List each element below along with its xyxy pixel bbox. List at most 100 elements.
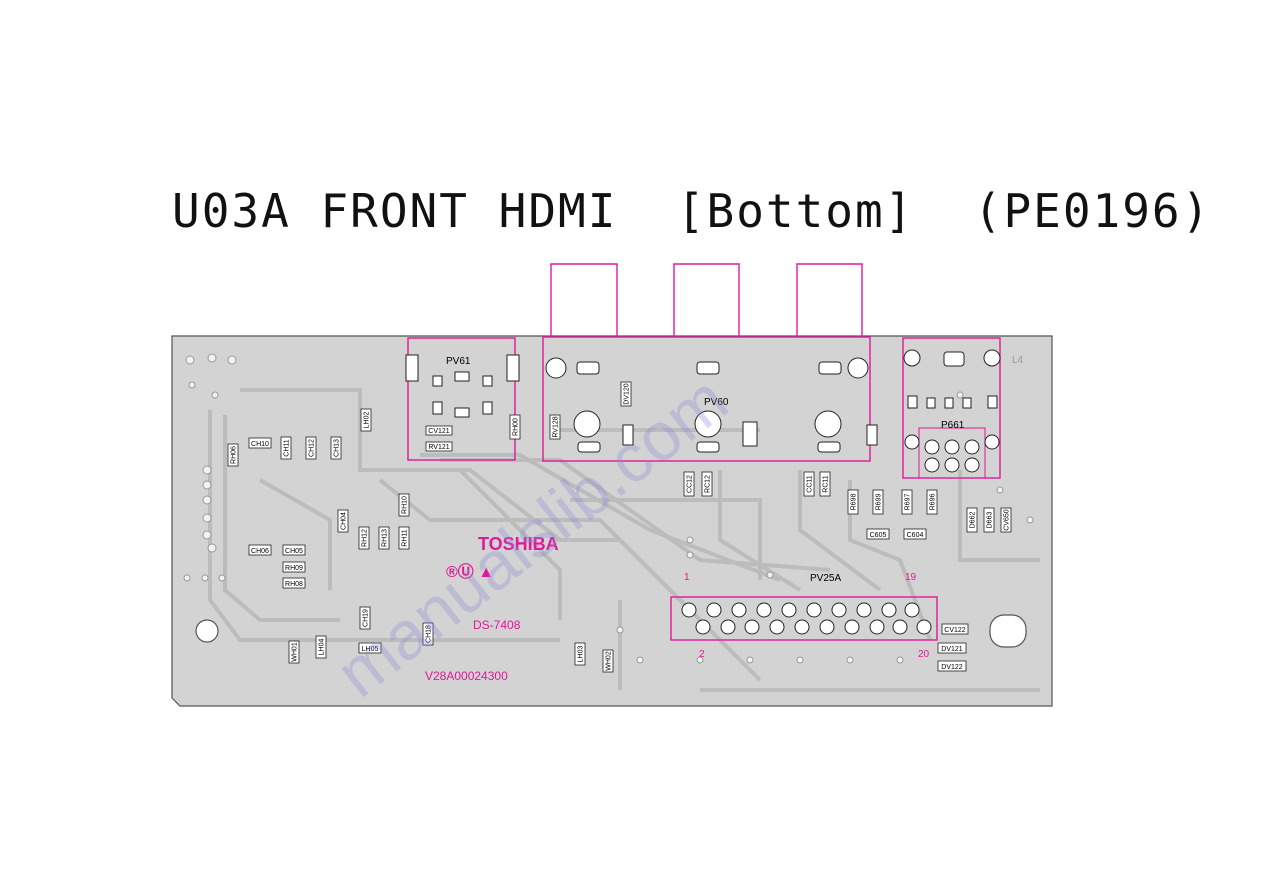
component-d663: D663 <box>983 507 995 533</box>
component-rh00: RH00 <box>509 414 521 440</box>
label-pv60: PV60 <box>704 397 729 408</box>
component-ref-label: RV121 <box>428 444 449 451</box>
component-r697: R697 <box>901 489 913 515</box>
component-ref-label: LH05 <box>362 646 379 653</box>
component-ref-label: RH06 <box>231 446 238 464</box>
connector-pv61 <box>405 337 520 461</box>
pin-label-2: 2 <box>699 649 705 660</box>
component-ch06: CH06 <box>248 544 272 556</box>
component-rh10: RH10 <box>398 493 410 517</box>
component-ch11: CH11 <box>280 436 292 460</box>
component-ref-label: DV122 <box>941 664 963 671</box>
component-ref-label: RC11 <box>823 475 830 492</box>
component-ref-label: CH05 <box>285 548 303 555</box>
component-ref-label: CH11 <box>284 439 291 456</box>
component-ref-label: RC12 <box>705 475 712 493</box>
component-ref-label: CV121 <box>428 428 450 435</box>
component-rh08: RH08 <box>282 577 306 589</box>
component-rh09: RH09 <box>282 561 306 573</box>
component-ref-label: C605 <box>870 532 887 539</box>
component-ref-label: R699 <box>876 494 883 511</box>
component-ch18: CH18 <box>422 622 434 646</box>
component-ref-label: RH13 <box>382 529 389 547</box>
component-ch04: CH04 <box>337 509 349 533</box>
pin-label-20: 20 <box>918 649 930 660</box>
component-ref-label: WH02 <box>606 651 613 671</box>
board-id: DS-7408 <box>473 618 521 632</box>
component-cc12: CC12 <box>683 471 695 497</box>
component-lh05: LH05 <box>358 642 382 654</box>
pin-label-1: 1 <box>684 572 690 583</box>
pin-label-19: 19 <box>905 572 917 583</box>
component-ref-label: R697 <box>905 494 912 511</box>
vias <box>183 353 1034 664</box>
component-rh06: RH06 <box>227 443 239 467</box>
page-title: U03A FRONT HDMI [Bottom] (PE0196) <box>172 184 1212 238</box>
component-wh02: WH02 <box>602 649 614 673</box>
component-ref-label: D663 <box>987 512 994 529</box>
mounting-slot-right <box>989 614 1027 648</box>
ul-mark-icon: ®Ⓤ ▲ <box>446 562 494 581</box>
connector-p661 <box>902 337 1001 479</box>
label-p661: P661 <box>941 420 965 431</box>
toshiba-logo: TOSHIBA <box>478 534 559 554</box>
component-ref-label: CC11 <box>807 475 814 492</box>
pv60-pads <box>545 357 878 453</box>
component-r696: R696 <box>926 489 938 515</box>
component-ref-label: RH12 <box>362 529 369 547</box>
component-rc11: RC11 <box>819 471 831 497</box>
component-ref-label: RH09 <box>285 565 303 572</box>
component-dv122: DV122 <box>937 660 967 672</box>
component-ref-label: CC12 <box>687 475 694 493</box>
component-ref-label: D662 <box>970 512 977 529</box>
component-cv121: CV121 <box>425 425 453 436</box>
component-ref-label: RH08 <box>285 581 303 588</box>
component-cc11: CC11 <box>803 471 815 497</box>
component-ref-label: CH06 <box>251 548 269 555</box>
component-ref-label: CH13 <box>334 439 341 457</box>
component-lh02: LH02 <box>360 408 372 432</box>
corner-label: L4 <box>1012 355 1024 366</box>
component-lh04: LH04 <box>315 635 327 659</box>
mounting-hole-left <box>195 619 219 643</box>
component-ref-label: LH03 <box>578 646 585 663</box>
component-dv120: DV120 <box>620 381 632 407</box>
component-cv650: CV650 <box>1000 507 1012 533</box>
component-cv122: CV122 <box>941 623 969 635</box>
component-ref-label: C604 <box>907 532 924 539</box>
component-c605: C605 <box>866 528 890 540</box>
component-c604: C604 <box>903 528 927 540</box>
component-ref-label: R696 <box>930 494 937 511</box>
label-pv61: PV61 <box>446 356 471 367</box>
component-ref-label: CH04 <box>341 512 348 530</box>
component-ref-label: R698 <box>851 494 858 511</box>
component-ref-label: CH18 <box>426 625 433 643</box>
label-pv25a: PV25A <box>810 573 841 584</box>
component-ref-label: WH01 <box>292 642 299 662</box>
component-d662: D662 <box>966 507 978 533</box>
component-ch10: CH10 <box>248 437 272 449</box>
component-ref-label: CH19 <box>363 609 370 627</box>
component-lh03: LH03 <box>574 642 586 666</box>
component-rc12: RC12 <box>701 471 713 497</box>
traces <box>208 388 1040 692</box>
component-ch05: CH05 <box>282 544 306 556</box>
component-wh01: WH01 <box>288 640 300 664</box>
component-ref-label: DV120 <box>624 383 631 405</box>
component-ref-label: DV121 <box>941 646 963 653</box>
component-ref-label: RV128 <box>553 416 560 437</box>
component-rv121: RV121 <box>425 441 453 452</box>
component-ref-label: RH00 <box>513 418 520 436</box>
connector-pv60 <box>542 263 871 462</box>
component-rh13: RH13 <box>378 526 390 550</box>
component-ref-label: CV650 <box>1004 509 1011 531</box>
component-rh11: RH11 <box>398 526 410 550</box>
component-ch19: CH19 <box>359 606 371 630</box>
component-ref-label: CH10 <box>251 441 269 448</box>
component-r698: R698 <box>847 489 859 515</box>
component-ref-label: LH02 <box>364 412 371 429</box>
component-ref-label: RH11 <box>402 529 409 546</box>
connector-pv25a <box>670 596 938 641</box>
